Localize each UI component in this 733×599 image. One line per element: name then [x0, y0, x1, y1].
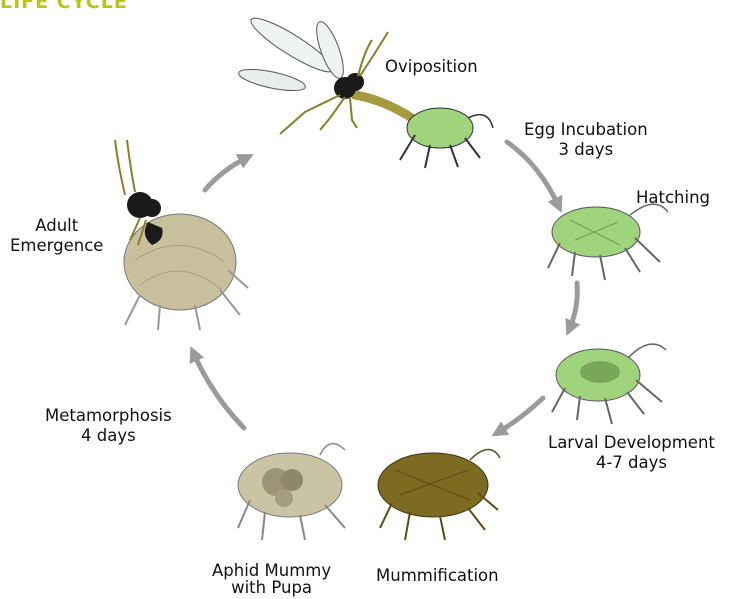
mummified-aphid-icon: [378, 449, 500, 540]
label-larval-development: Larval Development 4-7 days: [548, 433, 715, 473]
arrow-metamorphosis-to-adult: [193, 352, 244, 428]
arrow-hatching-to-larval: [569, 283, 577, 330]
label-adult-emergence: Adult Emergence: [10, 216, 103, 256]
label-metamorphosis: Metamorphosis 4 days: [45, 406, 172, 446]
arrow-larval-to-mummification: [497, 398, 543, 433]
green-aphid-oviposition-icon: [400, 108, 493, 168]
aphid-mummy-pupa-icon: [238, 444, 345, 540]
label-hatching: Hatching: [636, 188, 710, 208]
label-aphid-mummy: Aphid Mummy with Pupa: [212, 562, 331, 596]
arrow-adult-to-oviposition: [205, 157, 248, 190]
label-egg-incubation: Egg Incubation 3 days: [524, 120, 648, 160]
label-oviposition: Oviposition: [385, 57, 478, 77]
label-mummification: Mummification: [376, 566, 499, 586]
green-aphid-larval-icon: [552, 344, 666, 424]
green-aphid-hatching-icon: [548, 204, 668, 280]
cycle-arrows: [193, 142, 577, 433]
